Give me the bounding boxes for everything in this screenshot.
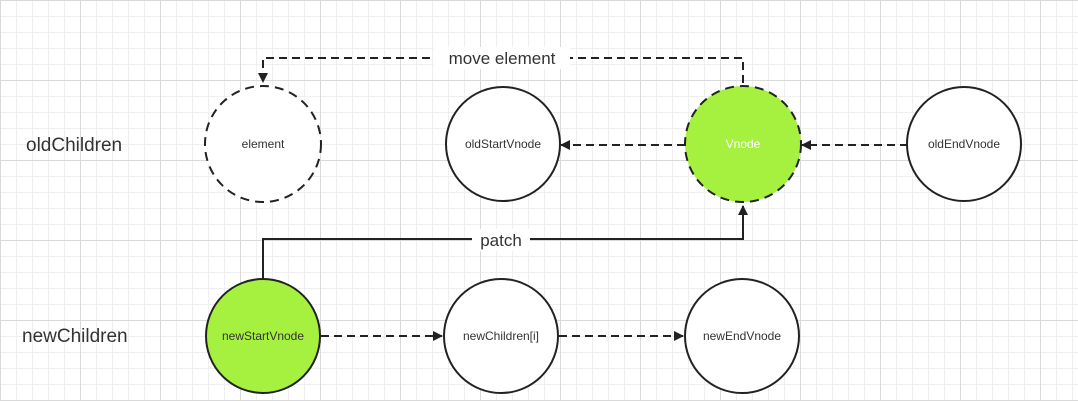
move-element-label: move element <box>449 49 556 68</box>
edge-patch: patch <box>262 205 748 280</box>
node-old-end-vnode: oldEndVnode <box>906 86 1022 202</box>
node-new-start-vnode-label: newStartVnode <box>222 329 304 343</box>
old-children-row-label: oldChildren <box>26 135 122 156</box>
new-children-row-label: newChildren <box>22 326 128 347</box>
node-new-children-i: newChildren[i] <box>443 278 559 394</box>
node-new-start-vnode: newStartVnode <box>205 278 321 394</box>
patch-label: patch <box>480 231 522 250</box>
node-old-start-vnode-label: oldStartVnode <box>465 137 541 151</box>
node-old-end-vnode-label: oldEndVnode <box>928 137 1000 151</box>
node-element-label: element <box>242 137 285 151</box>
node-new-children-i-label: newChildren[i] <box>463 329 539 343</box>
edge-move-element: move element <box>258 47 744 83</box>
node-vnode: Vnode <box>684 85 802 203</box>
node-new-end-vnode: newEndVnode <box>684 278 800 394</box>
node-vnode-label: Vnode <box>726 137 761 151</box>
node-element: element <box>204 85 322 203</box>
node-new-end-vnode-label: newEndVnode <box>703 329 781 343</box>
node-old-start-vnode: oldStartVnode <box>445 86 561 202</box>
